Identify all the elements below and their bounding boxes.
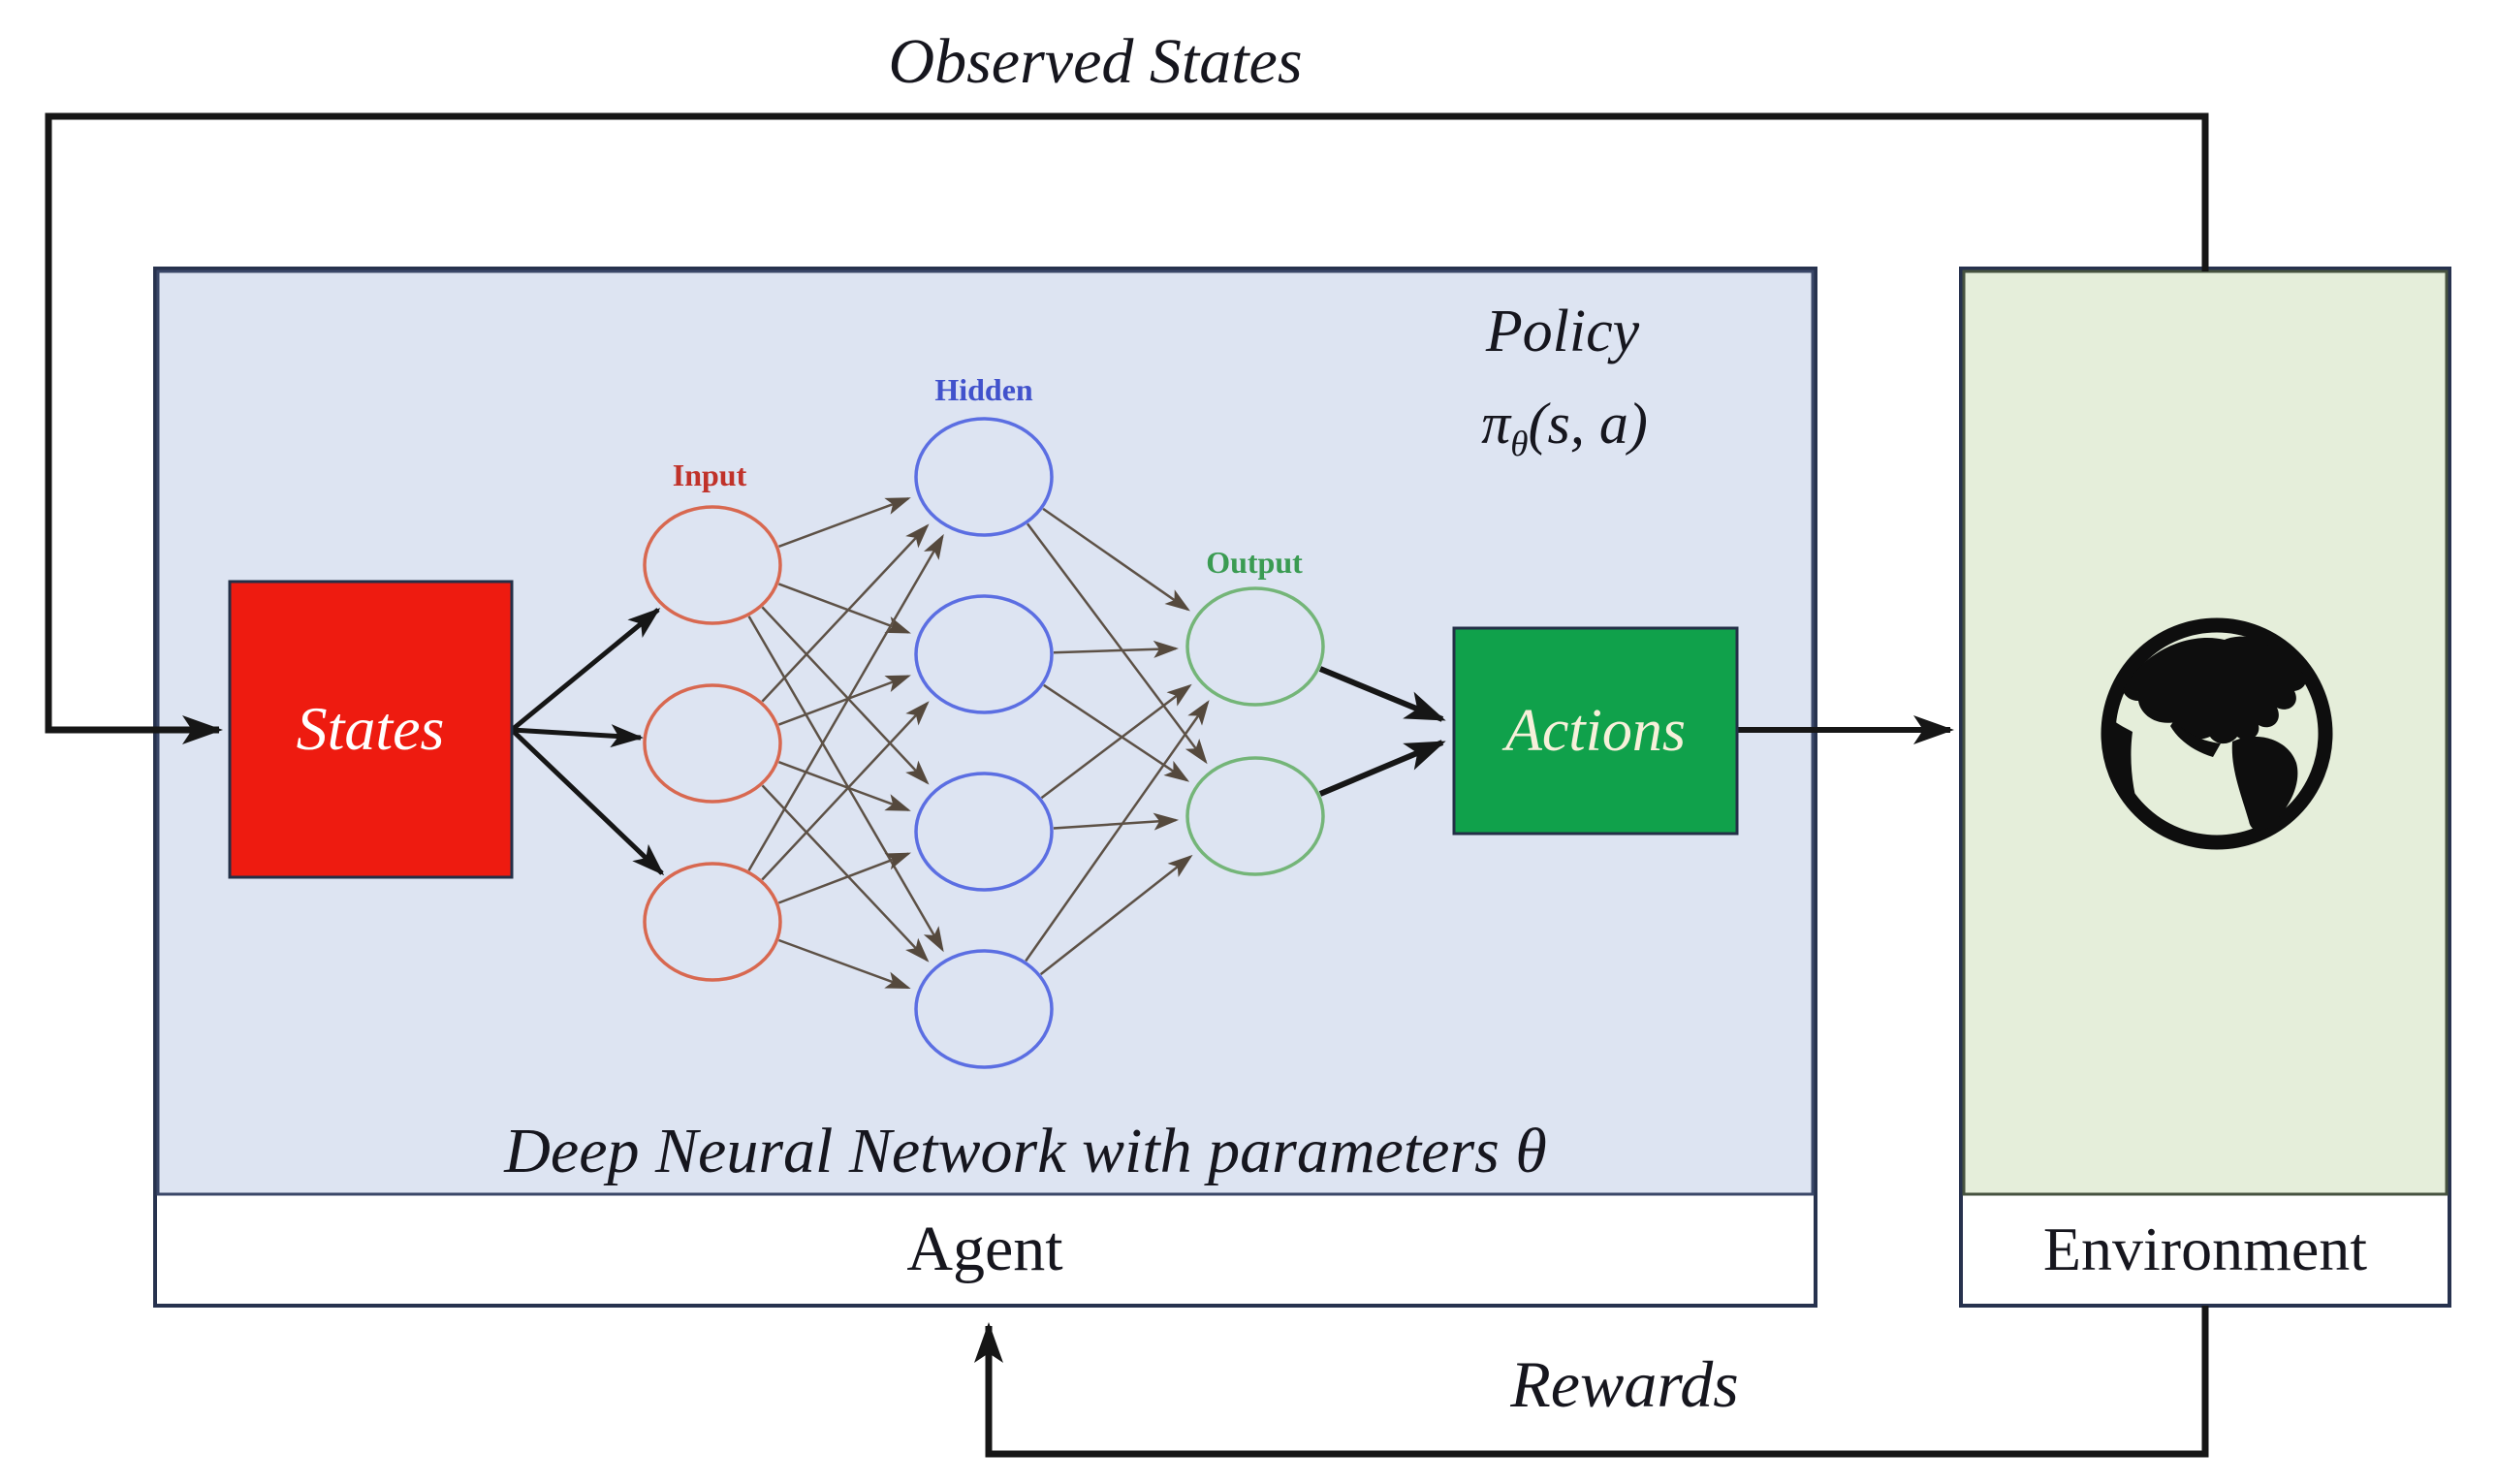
nn-connection-arrow — [761, 701, 930, 881]
nn-connection-arrow — [1025, 700, 1210, 963]
nn-connection-arrow — [747, 533, 944, 871]
input-neuron — [643, 683, 782, 804]
output-to-actions-arrow — [1318, 740, 1446, 797]
policy-arguments: (s, a) — [1528, 391, 1648, 456]
rewards-label: Rewards — [1510, 1347, 1739, 1421]
globe-americas-icon — [2101, 617, 2333, 850]
neural-network — [643, 417, 1325, 1069]
hidden-layer-label: Hidden — [934, 372, 1033, 407]
observed-states-arrow — [45, 112, 2209, 744]
input-neuron — [643, 505, 782, 625]
output-neuron — [1185, 756, 1325, 876]
actions-label: Actions — [1505, 698, 1686, 764]
nn-connection-arrow — [1042, 507, 1190, 612]
states-to-input-arrow — [510, 608, 661, 732]
policy-subscript: θ — [1510, 424, 1529, 464]
output-layer-label: Output — [1206, 545, 1303, 580]
input-layer-label: Input — [672, 458, 747, 492]
hidden-neuron — [914, 949, 1054, 1069]
nn-connection-arrow — [778, 938, 911, 990]
nn-connection-arrow — [1039, 854, 1193, 976]
states-to-input-arrow — [510, 728, 665, 876]
nn-connection-arrow — [761, 784, 930, 963]
nn-connection-arrow — [777, 583, 911, 634]
output-neuron — [1185, 586, 1325, 707]
nn-connection-arrow — [761, 606, 930, 785]
input-neuron — [643, 862, 782, 982]
nn-connection-arrow — [1040, 683, 1192, 800]
environment-label: Environment — [2042, 1215, 2368, 1283]
states-to-input-arrow — [511, 724, 644, 748]
output-to-actions-arrow — [1318, 666, 1446, 722]
nn-connection-arrow — [778, 497, 911, 548]
states-label: States — [296, 694, 445, 763]
hidden-neuron — [914, 594, 1054, 714]
nn-connection-arrow — [777, 852, 912, 904]
nn-connection-arrow — [778, 761, 911, 811]
rewards-arrow — [974, 1306, 2209, 1458]
nn-connection-arrow — [777, 675, 911, 726]
policy-title: Policy — [1485, 299, 1640, 364]
nn-connection-arrow — [761, 523, 930, 703]
nn-connection-arrow — [1053, 812, 1180, 831]
dnn-caption: Deep Neural Network with parameters θ — [504, 1116, 1547, 1186]
hidden-neuron — [914, 772, 1054, 892]
hidden-neuron — [914, 417, 1054, 537]
actions-box — [1452, 626, 1739, 836]
agent-label: Agent — [906, 1214, 1063, 1284]
policy-formula: πθ(s, a) — [1481, 395, 1648, 462]
observed-states-label: Observed States — [888, 26, 1303, 97]
nn-connection-arrow — [747, 616, 944, 953]
policy-pi: π — [1481, 391, 1511, 456]
nn-connection-arrow — [1026, 522, 1208, 765]
states-box — [228, 580, 514, 879]
nn-connection-arrow — [1053, 640, 1179, 658]
